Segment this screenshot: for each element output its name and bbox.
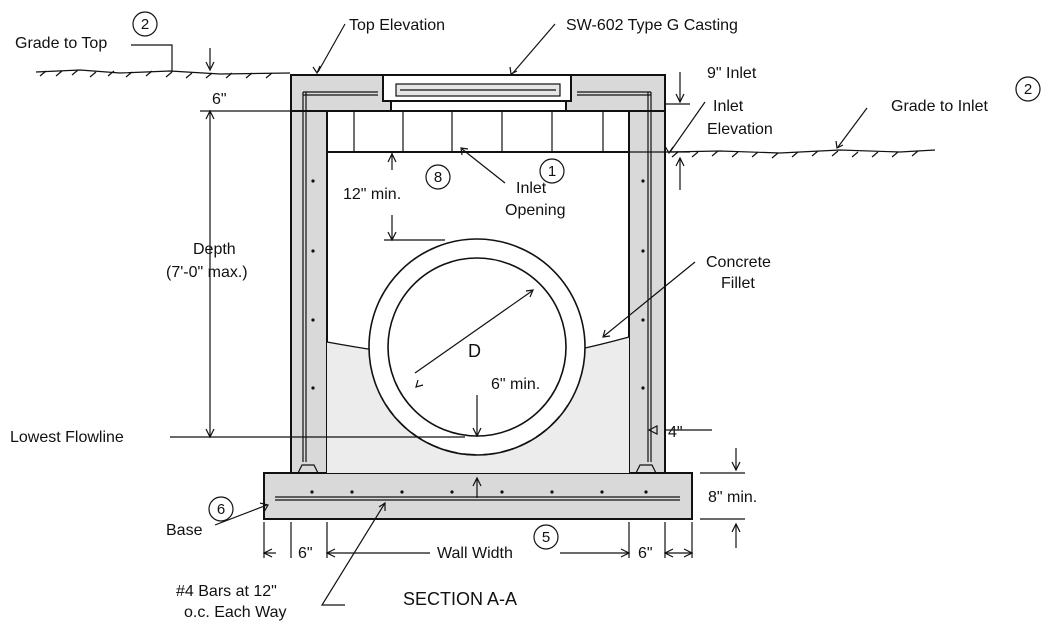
label-top-elevation: Top Elevation bbox=[349, 17, 445, 34]
wall-key-right bbox=[635, 464, 657, 474]
label-grade-to-top: Grade to Top bbox=[15, 35, 107, 52]
right-wall bbox=[628, 74, 666, 474]
label-bars-2: o.c. Each Way bbox=[184, 604, 287, 621]
callout-circle-base bbox=[208, 496, 234, 522]
label-twelve-min: 12" min. bbox=[343, 186, 401, 203]
callout-inlet-opening-num: 1 bbox=[548, 163, 556, 180]
label-six-left: 6" bbox=[298, 545, 313, 562]
label-grade-to-inlet: Grade to Inlet bbox=[891, 98, 989, 115]
wall-key-left bbox=[297, 464, 319, 474]
callout-circle-wall-width bbox=[533, 524, 559, 550]
label-wall-width: Wall Width bbox=[437, 545, 513, 562]
label-inlet-9: 9" Inlet bbox=[707, 65, 757, 82]
label-eight-min: 8" min. bbox=[708, 489, 757, 506]
inlet-opening-bars bbox=[327, 110, 629, 153]
label-inlet-elevation-1: Inlet bbox=[713, 98, 744, 115]
callout-circle-grade-top bbox=[132, 11, 158, 37]
label-four-in: 4" bbox=[668, 424, 683, 441]
label-depth-1: Depth bbox=[193, 241, 236, 258]
label-six-right: 6" bbox=[638, 545, 653, 562]
label-casting: SW-602 Type G Casting bbox=[566, 17, 738, 34]
casting bbox=[382, 74, 572, 102]
label-inlet-opening-2: Opening bbox=[505, 202, 566, 219]
label-base: Base bbox=[166, 522, 203, 539]
label-six-min: 6" min. bbox=[491, 376, 540, 393]
label-depth-2: (7'-0" max.) bbox=[166, 264, 248, 281]
wall-rebar bbox=[302, 91, 652, 462]
label-fillet-1: Concrete bbox=[706, 254, 771, 271]
top-slab-right bbox=[565, 74, 666, 112]
callout-wall-width-num: 5 bbox=[542, 529, 550, 546]
label-lowest-flowline: Lowest Flowline bbox=[10, 429, 124, 446]
label-six-top: 6" bbox=[212, 91, 227, 108]
label-inlet-elevation-2: Elevation bbox=[707, 121, 773, 138]
callout-circle-grade-inlet bbox=[1015, 76, 1041, 102]
label-inlet-opening-1: Inlet bbox=[516, 180, 547, 197]
concrete-fillet bbox=[327, 337, 629, 473]
dimension-lines bbox=[170, 48, 745, 558]
callout-grade-inlet-num: 2 bbox=[1024, 81, 1032, 98]
callout-twelve-min-num: 8 bbox=[434, 169, 442, 186]
leader-lines bbox=[131, 23, 868, 606]
callout-grade-top-num: 2 bbox=[141, 16, 149, 33]
section-title: SECTION A-A bbox=[403, 589, 517, 609]
label-fillet-2: Fillet bbox=[721, 275, 755, 292]
left-wall bbox=[290, 74, 328, 474]
callout-circle-inlet-opening bbox=[539, 158, 565, 184]
ground-right bbox=[667, 149, 936, 159]
callout-circle-twelve-min bbox=[425, 164, 451, 190]
label-bars-1: #4 Bars at 12" bbox=[176, 583, 277, 600]
ground-left bbox=[35, 69, 291, 79]
callout-base-num: 6 bbox=[217, 501, 225, 518]
label-pipe-d: D bbox=[468, 341, 481, 361]
